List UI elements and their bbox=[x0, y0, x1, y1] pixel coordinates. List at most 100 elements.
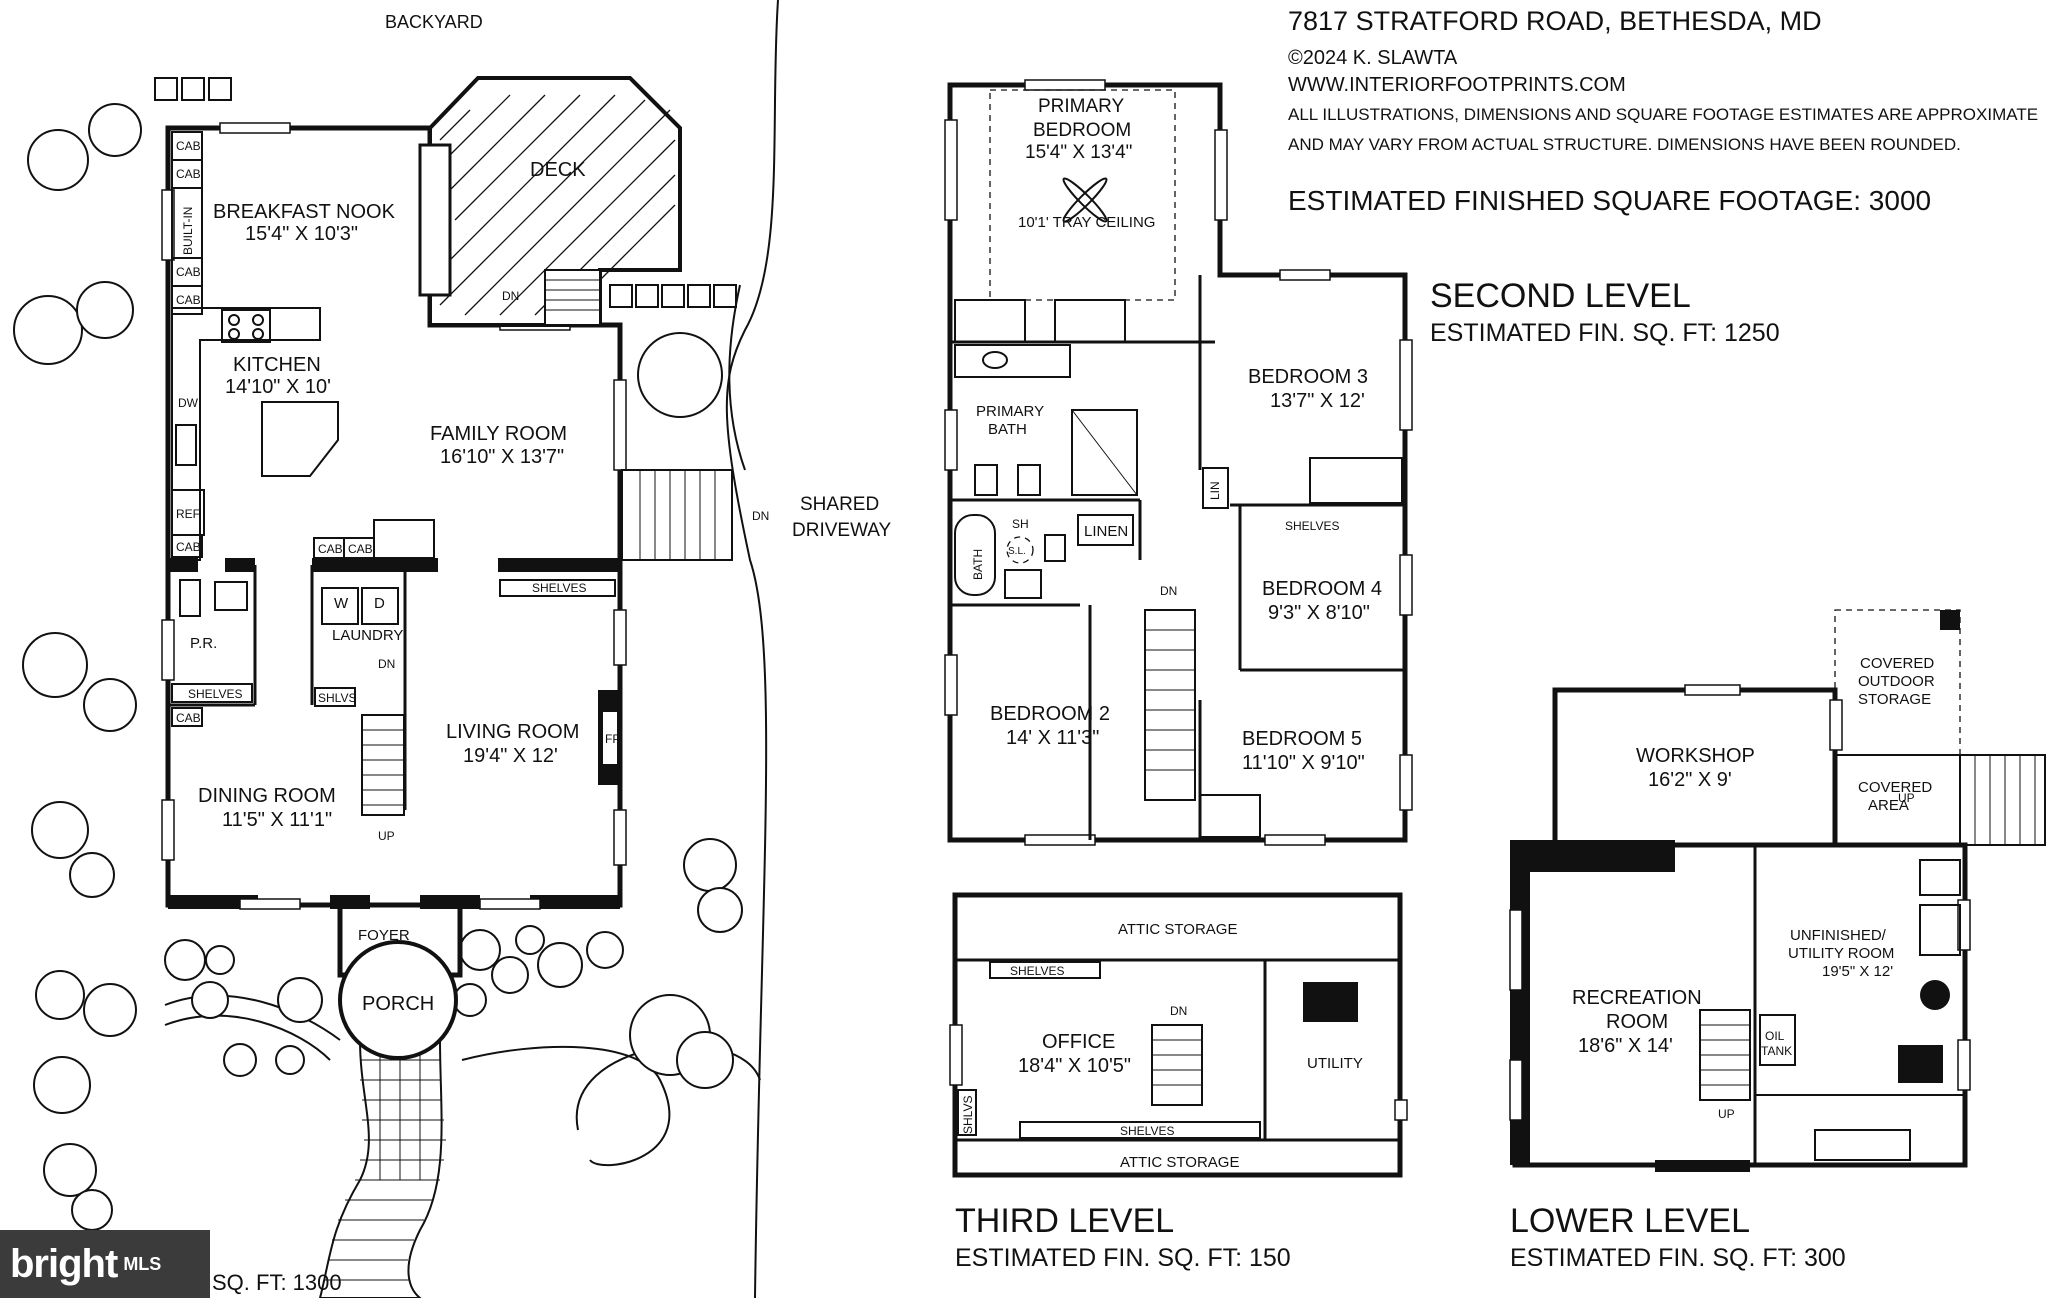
cab-label: CAB bbox=[176, 293, 201, 307]
utility-label: UTILITY bbox=[1307, 1055, 1363, 1072]
stair-up-label: UP bbox=[378, 829, 395, 843]
walk-curve-left-2 bbox=[164, 1014, 331, 1061]
second-level-plan: SECOND LEVEL ESTIMATED FIN. SQ. FT: 1250… bbox=[944, 79, 1780, 846]
window bbox=[219, 122, 291, 134]
cab-label: CAB bbox=[176, 139, 201, 153]
office-name: OFFICE bbox=[1042, 1031, 1115, 1053]
third-shlvs: SHLVS bbox=[961, 1096, 975, 1134]
bedroom-2-dim: 14' X 11'3" bbox=[1006, 727, 1099, 749]
workshop-dim: 16'2" X 9' bbox=[1648, 769, 1732, 791]
washer-label: W bbox=[334, 595, 349, 612]
kitchen-name: KITCHEN bbox=[233, 354, 321, 376]
third-shelves-bottom: SHELVES bbox=[1120, 1124, 1174, 1138]
cab-label: CAB bbox=[176, 540, 201, 554]
living-shelves-label: SHELVES bbox=[532, 581, 586, 595]
window-well bbox=[1814, 1129, 1911, 1161]
header-block: 7817 STRATFORD ROAD, BETHESDA, MD ©2024 … bbox=[1288, 6, 2038, 216]
closet bbox=[1199, 794, 1261, 838]
main-level-plan: DECK DN DN CAB CAB BUILT-IN CAB CAB BREA… bbox=[161, 76, 769, 1295]
breakfast-cabinets bbox=[171, 131, 203, 315]
address-title: 7817 STRATFORD ROAD, BETHESDA, MD bbox=[1288, 6, 1822, 36]
vanity-sink-icon bbox=[1004, 569, 1042, 599]
third-stairs bbox=[1151, 1024, 1203, 1106]
lower-stairs bbox=[1699, 1009, 1751, 1101]
unfinished-2: UTILITY ROOM bbox=[1788, 945, 1894, 962]
deck-label: DECK bbox=[530, 159, 586, 181]
brick-pattern bbox=[324, 1040, 446, 1281]
attic-storage-bottom: ATTIC STORAGE bbox=[1120, 1154, 1239, 1171]
lower-level-sqft: ESTIMATED FIN. SQ. FT: 300 bbox=[1510, 1244, 1846, 1272]
oil-tank-2: TANK bbox=[1761, 1044, 1792, 1058]
bedroom-5-dim: 11'10" X 9'10" bbox=[1242, 752, 1365, 774]
porch-outline bbox=[338, 940, 458, 1060]
stepping-stone bbox=[154, 77, 178, 101]
bathtub-icon bbox=[954, 514, 996, 596]
oil-tank bbox=[1759, 1014, 1796, 1066]
toilet-icon bbox=[1017, 464, 1041, 496]
bedroom-3-name: BEDROOM 3 bbox=[1248, 366, 1368, 388]
ref-label: REF bbox=[176, 507, 200, 521]
window bbox=[613, 379, 627, 471]
second-stairs bbox=[1144, 609, 1196, 801]
recreation-room-1: RECREATION bbox=[1572, 987, 1702, 1009]
trees bbox=[13, 103, 743, 1231]
shower bbox=[1071, 409, 1138, 496]
third-level-sqft: ESTIMATED FIN. SQ. FT: 150 bbox=[955, 1244, 1291, 1272]
utility-unit bbox=[1303, 982, 1358, 1022]
shlvs-label: SHLVS bbox=[318, 691, 356, 705]
second-level-title: SECOND LEVEL bbox=[1430, 277, 1691, 315]
tray-ceiling-label: 10'1' TRAY CEILING bbox=[1018, 214, 1155, 231]
cab-label: CAB bbox=[176, 265, 201, 279]
window bbox=[239, 898, 301, 910]
stove-icon bbox=[221, 309, 271, 343]
living-room-name: LIVING ROOM bbox=[446, 721, 579, 743]
second-level-sqft: ESTIMATED FIN. SQ. FT: 1250 bbox=[1430, 319, 1780, 347]
breakfast-nook-dim: 15'4" X 10'3" bbox=[245, 223, 358, 245]
shared-driveway-label-2: DRIVEWAY bbox=[792, 520, 892, 541]
lower-level-title: LOWER LEVEL bbox=[1510, 1202, 1750, 1240]
workshop-wall bbox=[1552, 687, 1838, 845]
pr-shelves-label: SHELVES bbox=[188, 687, 242, 701]
window bbox=[479, 898, 541, 910]
ceiling-fan-icon bbox=[1062, 177, 1108, 223]
sh-label: SH bbox=[1012, 517, 1029, 531]
pr-label: P.R. bbox=[190, 635, 217, 652]
primary-bath-1: PRIMARY bbox=[976, 403, 1044, 420]
bedroom-3-dim: 13'7" X 12' bbox=[1270, 390, 1365, 412]
family-room-dim: 16'10" X 13'7" bbox=[440, 446, 564, 468]
side-stairs bbox=[621, 469, 733, 561]
deck-dn-label: DN bbox=[502, 289, 519, 303]
primary-bedroom-dim: 15'4" X 13'4" bbox=[1025, 142, 1132, 163]
bedroom-4-dim: 9'3" X 8'10" bbox=[1268, 602, 1370, 624]
cab-label: CAB bbox=[318, 542, 343, 556]
kitchen-counter bbox=[171, 307, 321, 561]
cov-storage-3: STORAGE bbox=[1858, 691, 1931, 708]
cab-label: CAB bbox=[348, 542, 373, 556]
deck-door bbox=[418, 143, 452, 297]
dining-room-dim: 11'5" X 11'1" bbox=[222, 809, 332, 831]
backyard-label: BACKYARD bbox=[385, 12, 483, 32]
driveway-curve bbox=[728, 284, 746, 471]
cov-area-2: AREA bbox=[1868, 797, 1909, 814]
toilet-icon bbox=[974, 464, 998, 496]
recreation-room-2: ROOM bbox=[1606, 1011, 1668, 1033]
water-heater bbox=[1920, 980, 1950, 1010]
brand-logo: bright MLS bbox=[0, 1230, 210, 1298]
washer-icon bbox=[321, 587, 359, 625]
lower-level-plan: COVERED OUTDOOR STORAGE WORKSHOP 16'2" X… bbox=[1509, 609, 2046, 1272]
unfinished-dim: 19'5" X 12' bbox=[1822, 963, 1893, 980]
primary-bedroom-name-1: PRIMARY bbox=[1038, 96, 1125, 117]
stepping-stone bbox=[181, 77, 205, 101]
kitchen-dim: 14'10" X 10' bbox=[225, 376, 331, 398]
attic-storage-top: ATTIC STORAGE bbox=[1118, 921, 1237, 938]
walk-curve-left bbox=[164, 994, 341, 1041]
ext-stair-up: UP bbox=[1898, 791, 1915, 805]
toilet-icon bbox=[1919, 859, 1961, 896]
vanity-sink-icon bbox=[214, 581, 248, 611]
brand-logo-text: bright bbox=[10, 1241, 118, 1286]
stair-dn-label: DN bbox=[378, 657, 395, 671]
deck-hatch bbox=[439, 94, 676, 316]
oil-tank-1: OIL bbox=[1765, 1029, 1785, 1043]
lin-label: LIN bbox=[1208, 481, 1222, 500]
